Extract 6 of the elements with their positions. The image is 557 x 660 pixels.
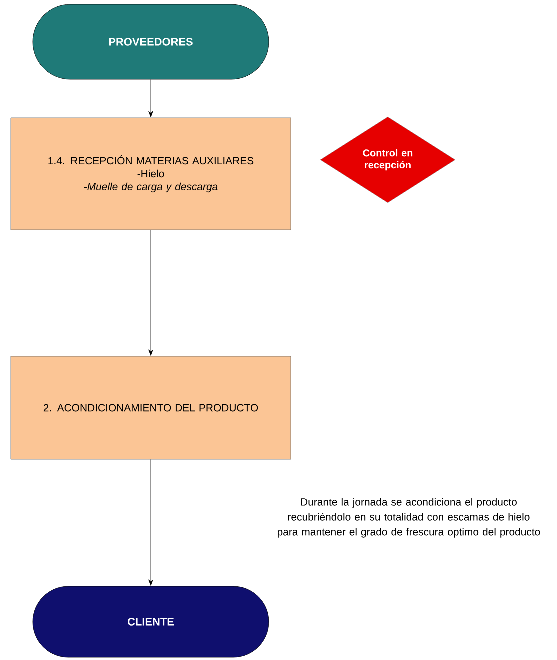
arrow: [148, 460, 154, 586]
note-text: Durante la jornada se acondiciona el producto recubriéndolo en su totalidad con escamas de hielo para mantener el grado de frescura optimo del producto: [278, 498, 540, 538]
process-box: 2. ACONDICIONAMIENTO DEL PRODUCTO: [10, 356, 292, 460]
process-box: 1.4. RECEPCIÓN MATERIAS AUXILIARES -Hielo -Muelle de carga y descarga: [10, 118, 292, 230]
arrow: [148, 80, 154, 118]
arrow: [148, 230, 154, 356]
